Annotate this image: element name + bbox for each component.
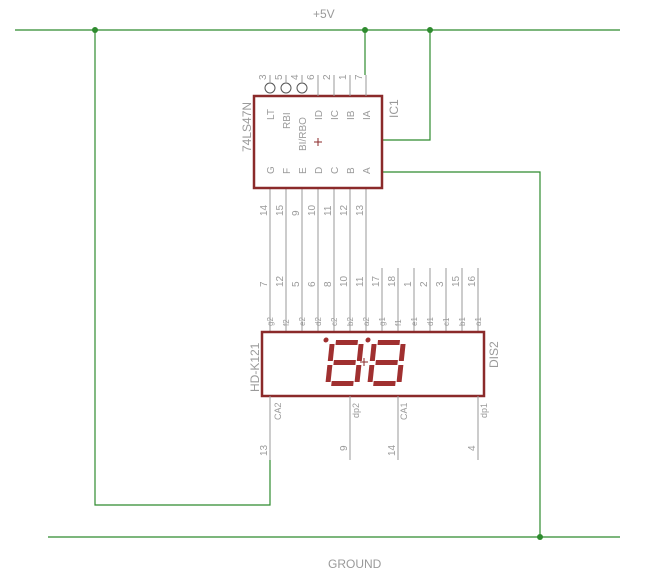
dis2-pin-number: 9 [339,445,350,451]
dis2-pin-name: d1 [426,317,435,326]
dis2-pin-number: 5 [291,281,302,287]
ic1-pin-name: RBI [282,112,293,129]
dis2-pin-name: e1 [410,317,419,326]
dis2-pin-name: g2 [266,317,275,326]
ic1-pin-name: C [330,167,341,174]
ic1-pin-number: 1 [338,74,349,80]
dis2-pin-name: c1 [442,317,451,326]
dis2-pin-number: 7 [259,281,270,287]
dis2-pin-name: d2 [314,317,323,326]
dis2-pin-number: 2 [419,281,430,287]
ic1-pin-name: E [298,167,309,174]
dis2-pin-name: g1 [378,317,387,326]
ic1-pin-number: 14 [259,204,270,216]
ic1-pin-number: 7 [354,74,365,80]
ic1-pin-name: A [362,167,373,174]
ic1-pin-number: 3 [258,74,269,80]
ic1-pin-name: ID [314,110,325,120]
junction-dot [427,27,433,33]
dis2-pin-name: CA1 [399,402,409,420]
ic1-pin-name: BI/RBO [298,117,309,151]
ic1-inversion-bubble [296,82,308,94]
dis2-pin-number: 3 [435,281,446,287]
ic1-pin-name: LT [266,109,277,120]
ground-label: GROUND [328,557,382,571]
ic1-pin-name: IC [330,110,341,120]
power-symbol: +5V [313,7,335,21]
ic1-pin-number: 12 [339,204,350,216]
dis2-pin-number: 12 [275,275,286,287]
seven-segment-digit-icon [323,337,364,386]
ic1-pin-number: 6 [306,74,317,80]
dis2-pin-name: b2 [346,317,355,326]
junction-dot [362,27,368,33]
dis2-component[interactable]: HD-K121 DIS2 7 12 5 6 8 [248,268,501,460]
dis2-pin-name: a1 [474,317,483,326]
junction-dot [92,27,98,33]
ic1-pin-name: IA [362,110,373,120]
wire-power-to-ic1-right[interactable] [383,30,431,141]
ic1-pin-name: G [266,166,277,174]
wire-ic1-to-ground[interactable] [383,171,541,537]
junction-dot [537,534,543,540]
ic1-pin-number: 5 [274,74,285,80]
dis2-pin-name: dp1 [479,403,489,418]
ic1-inversion-bubble [280,82,292,94]
ic1-part-label: 74LS47N [240,102,254,152]
dis2-pin-number: 14 [387,444,398,456]
ic1-pin-name: D [314,167,325,174]
dis2-pin-name: CA2 [273,402,283,420]
ic1-ref-label: IC1 [387,99,401,118]
seven-segment-digit-icon [365,337,406,386]
ic1-pin-name: F [282,168,293,174]
ground-symbol: GROUND [328,557,382,571]
dis2-pin-name: e2 [298,317,307,326]
ic1-pin-number: 2 [322,74,333,80]
dis2-pin-name: f2 [282,319,291,326]
dis2-pin-number: 16 [467,275,478,287]
wire-left-power-to-ca2[interactable] [94,30,271,506]
dis2-pin-number: 4 [467,445,478,451]
dis2-ref-label: DIS2 [487,341,501,368]
dis2-pin-name: a2 [362,317,371,326]
dis2-pin-number: 13 [259,444,270,456]
ic1-pin-number: 4 [290,74,301,80]
ic1-pin-number: 9 [291,210,302,216]
ic1-pin-number: 13 [355,204,366,216]
dis2-pin-number: 10 [339,275,350,287]
dis2-part-label: HD-K121 [248,342,262,392]
dis2-pin-name: dp2 [351,403,361,418]
dis2-pin-number: 1 [403,281,414,287]
dis2-pin-number: 17 [371,275,382,287]
ic1-pin-number: 10 [307,204,318,216]
wires [15,27,620,540]
dis2-pin-number: 11 [355,276,366,287]
dis2-body[interactable] [260,330,486,398]
power-label: +5V [313,7,335,21]
ic1-pin-number: 15 [275,204,286,216]
dis2-pin-name: c2 [330,317,339,326]
dis2-pin-name: f1 [394,319,403,326]
ic1-inversion-bubble [264,82,276,94]
dis2-pin-number: 15 [451,275,462,287]
dis2-pin-number: 18 [387,275,398,287]
dis2-pin-name: b1 [458,317,467,326]
ic1-pin-name: IB [346,110,357,120]
dis2-pin-number: 6 [307,281,318,287]
ic1-component[interactable]: 74LS47N IC1 3 5 4 6 2 1 7 LT RBI BI/RBO … [240,74,401,216]
dis2-pin-number: 8 [323,281,334,287]
ic1-pin-number: 11 [323,205,334,216]
ic1-pin-name: B [346,167,357,174]
